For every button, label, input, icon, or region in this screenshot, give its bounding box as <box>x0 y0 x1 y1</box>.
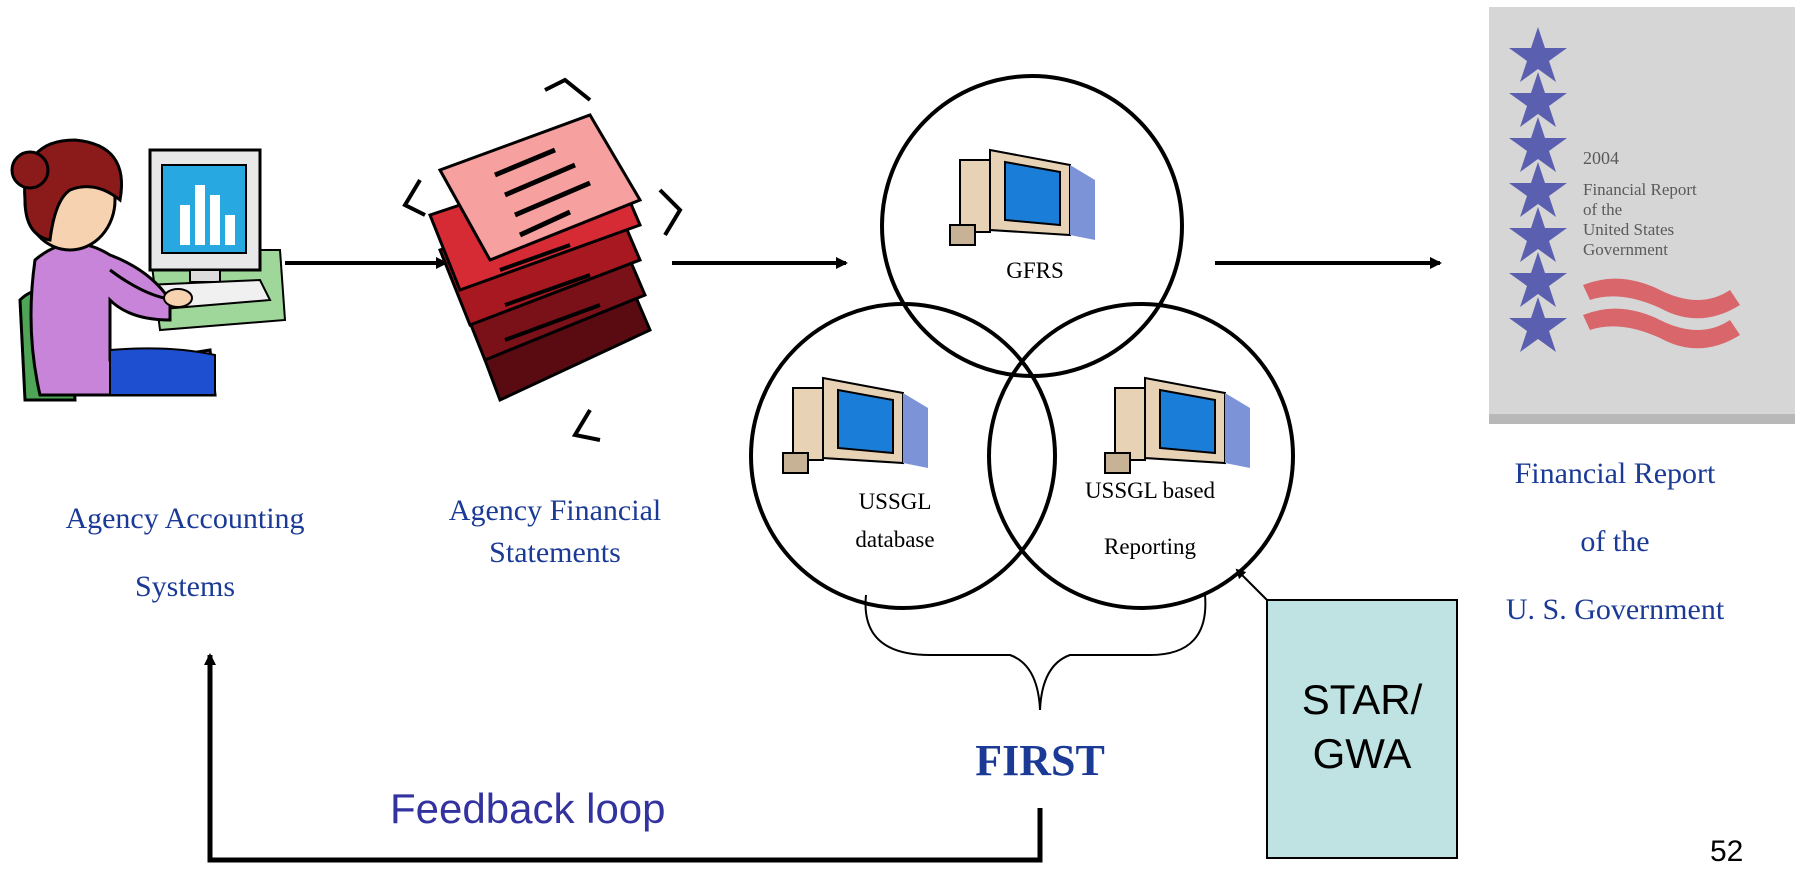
star-gwa-box <box>1266 599 1458 859</box>
report-cover-title-line1: Financial Report <box>1583 180 1697 199</box>
financial-report-label: Financial Report of the U. S. Government <box>1465 440 1765 644</box>
woman-at-computer-icon <box>10 138 287 402</box>
computer-icon <box>1104 376 1250 474</box>
feedback-loop-line <box>204 653 1043 863</box>
agency-financial-label: Agency Financial Statements <box>400 490 710 574</box>
ussgl-database-line2: database <box>855 527 935 552</box>
report-cover-title-line2: of the <box>1583 200 1623 219</box>
page-number: 52 <box>1710 835 1744 868</box>
report-cover-title-line4: Government <box>1583 240 1668 259</box>
arrow-star-to-reporting <box>1235 568 1268 601</box>
gfrs-label: GFRS <box>1006 258 1064 283</box>
financial-report-line2: of the <box>1580 525 1650 558</box>
star-gwa-line1: STAR/ <box>1301 676 1423 723</box>
star-gwa-line2: GWA <box>1312 730 1412 777</box>
feedback-loop-label: Feedback loop <box>390 785 666 832</box>
ussgl-database-circle <box>749 302 1057 610</box>
star-gwa-label: STAR/ GWA <box>1267 673 1457 781</box>
financial-report-line3: U. S. Government <box>1505 593 1725 626</box>
financial-report-cover-image <box>1489 7 1795 424</box>
agency-financial-line1: Agency Financial <box>448 494 662 527</box>
report-cover-year: 2004 <box>1583 148 1619 168</box>
agency-accounting-label: Agency Accounting Systems <box>20 485 350 621</box>
ussgl-reporting-circle <box>987 302 1295 610</box>
first-label: FIRST <box>975 736 1105 785</box>
computer-icon <box>949 148 1095 246</box>
agency-accounting-line1: Agency Accounting <box>65 502 305 535</box>
first-brace <box>864 594 1207 711</box>
ussgl-reporting-line2: Reporting <box>1104 534 1196 559</box>
agency-financial-line2: Statements <box>489 536 621 569</box>
ussgl-database-label: USSGL database <box>820 483 970 559</box>
ussgl-reporting-label: USSGL based Reporting <box>1060 463 1240 575</box>
ussgl-database-line1: USSGL <box>858 489 932 514</box>
financial-statements-stack-icon <box>402 77 683 442</box>
computer-icon <box>782 376 928 474</box>
report-cover-title-line3: United States <box>1583 220 1675 239</box>
ussgl-reporting-line1: USSGL based <box>1084 478 1216 503</box>
financial-report-line1: Financial Report <box>1514 457 1716 490</box>
agency-accounting-line2: Systems <box>134 570 236 603</box>
